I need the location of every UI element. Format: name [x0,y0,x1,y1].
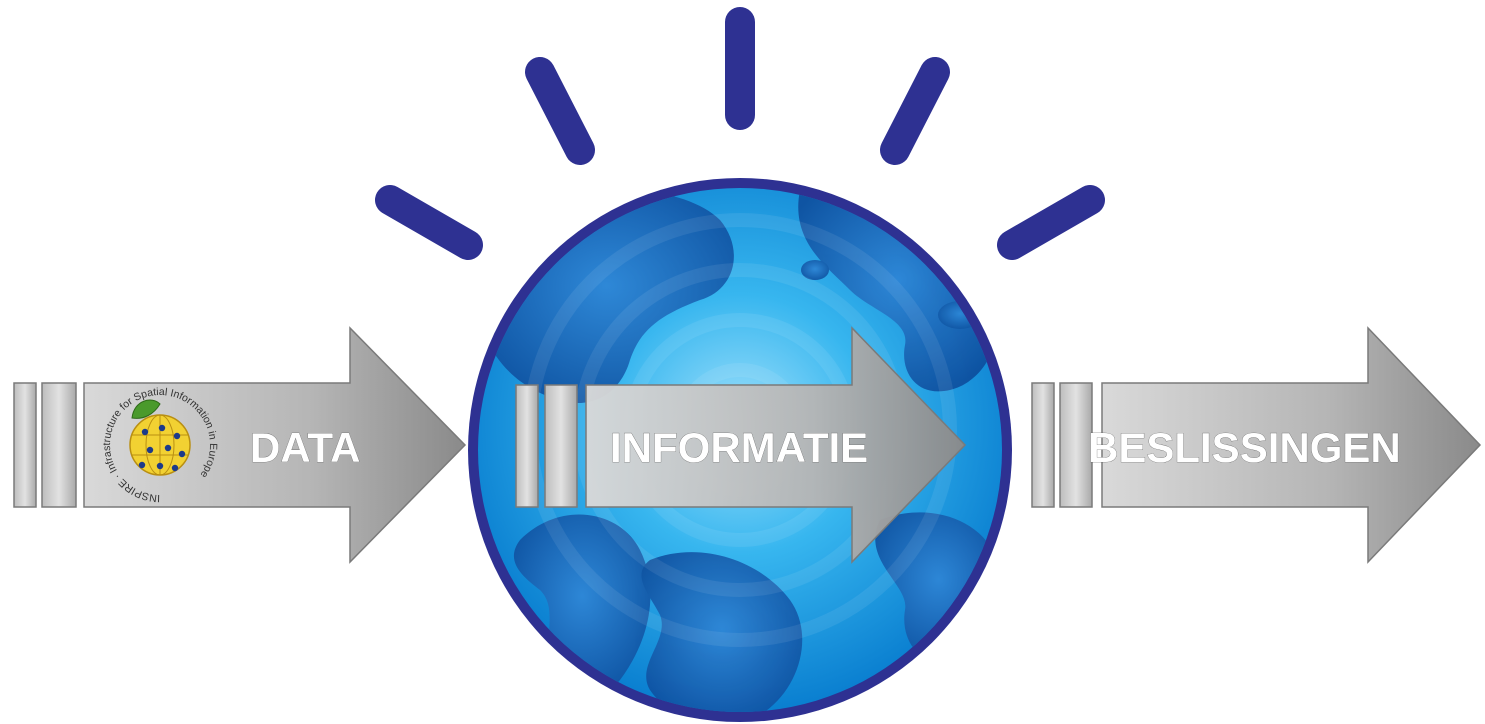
arrow-informatie-label: INFORMATIE [610,424,868,471]
arrow-beslissingen-bar-1 [1031,382,1055,508]
arrow-data-label: DATA [250,424,360,471]
arrow-beslissingen-bar-2 [1059,382,1093,508]
ray-left-low [375,185,483,260]
ray-left-high [525,57,595,165]
arrow-beslissingen: BESLISSINGEN [1031,326,1482,564]
arrow-data-body [83,326,467,564]
arrow-beslissingen-label: BESLISSINGEN [1088,424,1401,471]
leaf-icon [131,399,161,419]
arrow-data-bar-1 [13,382,37,508]
light-rays [375,7,1105,260]
inspire-logo-stars [138,424,186,472]
ray-right-low [997,185,1105,260]
arrow-informatie: INFORMATIE [515,326,967,564]
arrow-informatie-bar-1 [515,384,539,508]
arrow-data: DATA [13,326,467,564]
arrow-data-bar-2 [41,382,77,508]
arrow-informatie-bar-2 [544,384,578,508]
arrow-informatie-body [585,326,967,564]
arrow-beslissingen-body [1101,326,1482,564]
ray-right-high [880,57,950,165]
